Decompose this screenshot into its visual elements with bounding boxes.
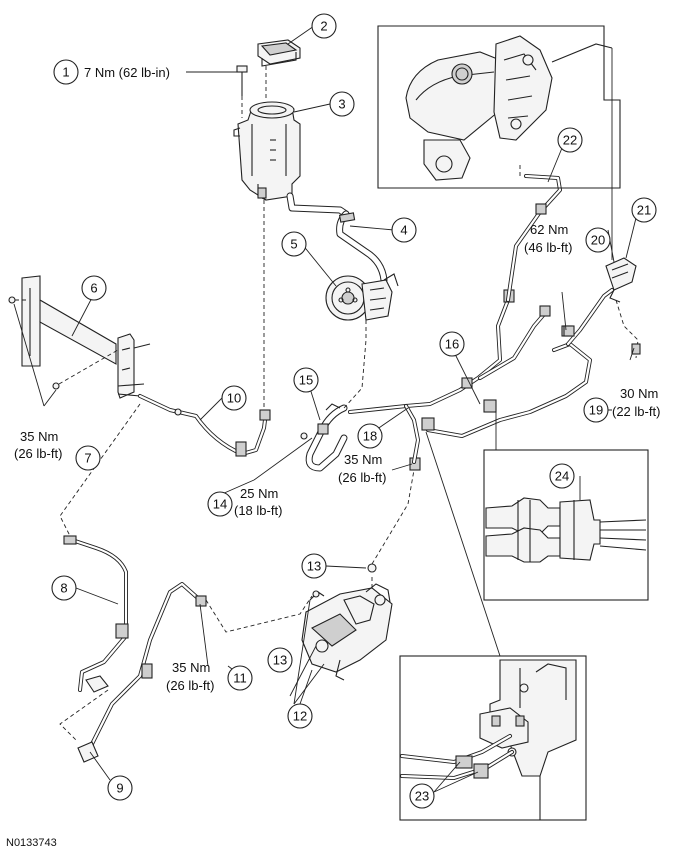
torque-label-14-lbft: (18 lb-ft): [234, 503, 282, 518]
torque-label-19-nm: 30 Nm: [620, 386, 658, 401]
callout-16: 16: [439, 331, 465, 357]
svg-text:3: 3: [338, 97, 345, 112]
callout-2: 2: [311, 13, 337, 39]
callout-15: 15: [293, 367, 319, 393]
svg-text:19: 19: [589, 403, 603, 418]
callout-13-lower: 13: [267, 647, 293, 673]
callout-14: 14: [207, 491, 233, 517]
callout-20: 20: [585, 227, 611, 253]
svg-text:23: 23: [415, 789, 429, 804]
callout-12: 12: [287, 703, 313, 729]
torque-label-7-lbft: (26 lb-ft): [14, 446, 62, 461]
cooler-bracket: [8, 275, 151, 399]
svg-text:18: 18: [363, 429, 377, 444]
svg-text:20: 20: [591, 233, 605, 248]
callout-10: 10: [221, 385, 247, 411]
callout-3: 3: [329, 91, 355, 117]
cooler-return-tube: [138, 394, 271, 457]
torque-label-20-lbft: (46 lb-ft): [524, 240, 572, 255]
torque-label-11-lbft: (26 lb-ft): [166, 678, 214, 693]
svg-text:16: 16: [445, 337, 459, 352]
callout-7: 7: [75, 445, 101, 471]
callout-9: 9: [107, 775, 133, 801]
callout-5: 5: [281, 231, 307, 257]
callout-8: 8: [51, 575, 77, 601]
callout-13-upper: 13: [301, 553, 327, 579]
cooler-tube: [59, 403, 141, 693]
power-steering-pump: [325, 273, 399, 340]
svg-text:4: 4: [400, 223, 407, 238]
callout-6: 6: [81, 275, 107, 301]
brake-booster-inset: [377, 25, 621, 189]
svg-text:1: 1: [62, 65, 69, 80]
svg-text:15: 15: [299, 373, 313, 388]
callout-24: 24: [549, 463, 575, 489]
svg-text:22: 22: [563, 133, 577, 148]
svg-text:14: 14: [213, 497, 227, 512]
power-steering-reservoir: [233, 101, 301, 201]
callout-1: 1: [53, 59, 79, 85]
svg-text:13: 13: [273, 653, 287, 668]
torque-label-7-nm: 35 Nm: [20, 429, 58, 444]
svg-text:2: 2: [320, 19, 327, 34]
torque-label-1: 7 Nm (62 lb-in): [84, 65, 170, 80]
main-tube-bundle: [348, 289, 592, 438]
hydro-boost-fitting: [605, 257, 637, 303]
callout-18: 18: [357, 423, 383, 449]
svg-text:9: 9: [116, 781, 123, 796]
callout-22: 22: [557, 127, 583, 153]
torque-label-18-nm: 35 Nm: [344, 452, 382, 467]
steering-gear: [301, 574, 393, 681]
svg-text:10: 10: [227, 391, 241, 406]
o-ring-upper: [367, 563, 377, 573]
torque-label-20-nm: 62 Nm: [530, 222, 568, 237]
figure-id: N0133743: [6, 837, 57, 849]
o-ring-lower: [312, 590, 320, 598]
callout-11: 11: [227, 665, 253, 691]
pump-supply-hose: [336, 210, 388, 284]
torque-label-11-nm: 35 Nm: [172, 660, 210, 675]
reservoir-bolt: [236, 65, 248, 118]
callout-4: 4: [391, 217, 417, 243]
torque-label-18-lbft: (26 lb-ft): [338, 470, 386, 485]
svg-text:6: 6: [90, 281, 97, 296]
torque-label-19-lbft: (22 lb-ft): [612, 404, 660, 419]
pressure-hose: [300, 403, 348, 472]
torque-label-14-nm: 25 Nm: [240, 486, 278, 501]
svg-text:5: 5: [290, 237, 297, 252]
svg-text:8: 8: [60, 581, 67, 596]
callout-19: 19: [583, 397, 609, 423]
svg-text:12: 12: [293, 709, 307, 724]
callout-21: 21: [631, 197, 657, 223]
svg-text:24: 24: [555, 469, 569, 484]
callout-23: 23: [409, 783, 435, 809]
cooler-return-hose: [59, 582, 207, 763]
svg-text:7: 7: [84, 451, 91, 466]
svg-text:13: 13: [307, 559, 321, 574]
svg-text:11: 11: [233, 671, 247, 686]
svg-text:21: 21: [637, 203, 651, 218]
reservoir-cap: [257, 39, 301, 67]
